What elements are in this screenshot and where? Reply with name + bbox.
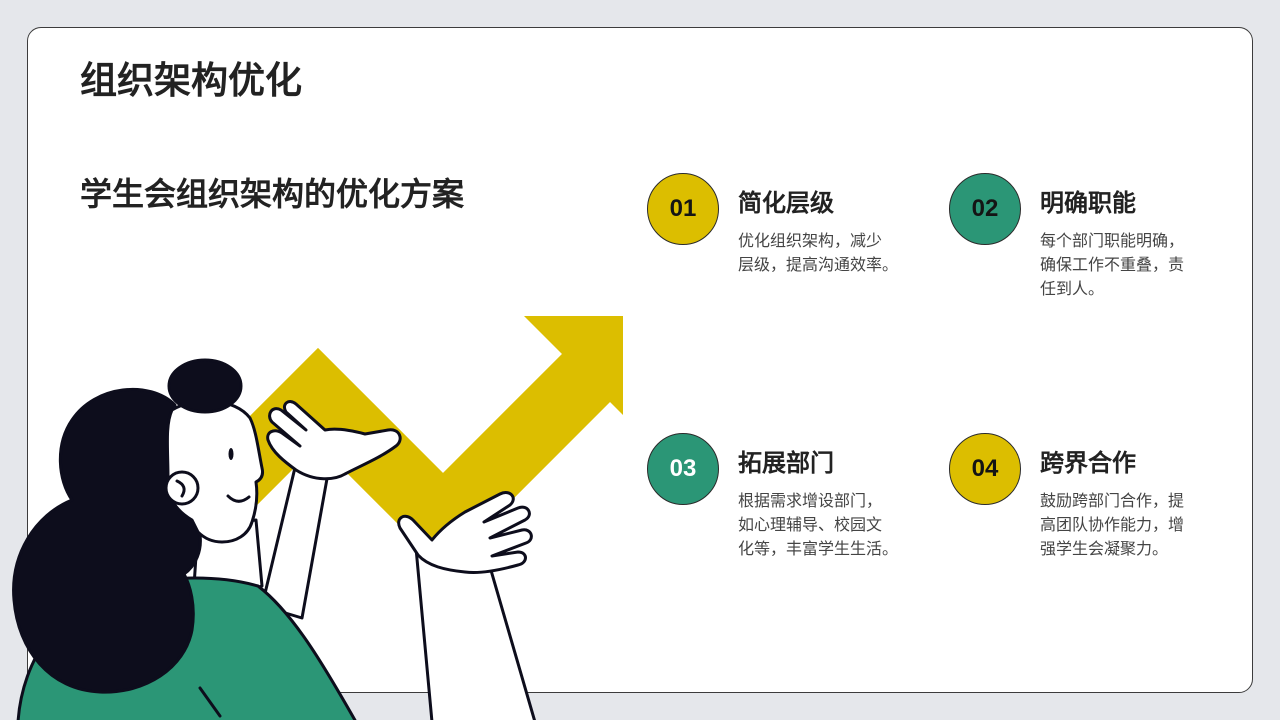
item-description-line: 高团队协作能力，增 (1040, 517, 1185, 534)
item-description-line: 任到人。 (1040, 281, 1105, 298)
item-description-line: 每个部门职能明确， (1040, 233, 1185, 250)
item-number-badge: 04 (949, 433, 1021, 505)
item-description-line: 优化组织架构，减少 (738, 233, 883, 250)
item-title: 明确职能 (1040, 190, 1136, 217)
item-number-badge: 03 (647, 433, 719, 505)
item-cross-collaboration: 04 跨界合作 鼓励跨部门合作，提 高团队协作能力，增 强学生会凝聚力。 (949, 433, 1251, 693)
item-number-badge: 02 (949, 173, 1021, 245)
item-title: 拓展部门 (738, 450, 834, 477)
item-clarify-functions: 02 明确职能 每个部门职能明确， 确保工作不重叠，责 任到人。 (949, 173, 1251, 433)
item-description-line: 根据需求增设部门， (738, 493, 883, 510)
page-title: 组织架构优化 (80, 60, 302, 101)
item-description-line: 化等，丰富学生生活。 (738, 541, 899, 558)
item-description-line: 强学生会凝聚力。 (1040, 541, 1169, 558)
item-description-line: 层级，提高沟通效率。 (738, 257, 899, 274)
item-description: 根据需求增设部门， 如心理辅导、校园文 化等，丰富学生生活。 (738, 490, 898, 562)
item-description: 鼓励跨部门合作，提 高团队协作能力，增 强学生会凝聚力。 (1040, 490, 1184, 562)
item-description-line: 鼓励跨部门合作，提 (1040, 493, 1185, 510)
item-number-badge: 01 (647, 173, 719, 245)
optimization-items: 01 简化层级 优化组织架构，减少 层级，提高沟通效率。 02 明确职能 每个部… (647, 173, 1251, 693)
item-description-line: 确保工作不重叠，责 (1040, 257, 1185, 274)
item-description: 每个部门职能明确， 确保工作不重叠，责 任到人。 (1040, 230, 1184, 302)
item-expand-departments: 03 拓展部门 根据需求增设部门， 如心理辅导、校园文 化等，丰富学生生活。 (647, 433, 949, 693)
item-description: 优化组织架构，减少 层级，提高沟通效率。 (738, 230, 898, 278)
item-title: 简化层级 (738, 190, 834, 217)
item-title: 跨界合作 (1040, 450, 1136, 477)
item-description-line: 如心理辅导、校园文 (738, 517, 883, 534)
page-subtitle: 学生会组织架构的优化方案 (80, 176, 465, 212)
item-simplify-levels: 01 简化层级 优化组织架构，减少 层级，提高沟通效率。 (647, 173, 949, 433)
